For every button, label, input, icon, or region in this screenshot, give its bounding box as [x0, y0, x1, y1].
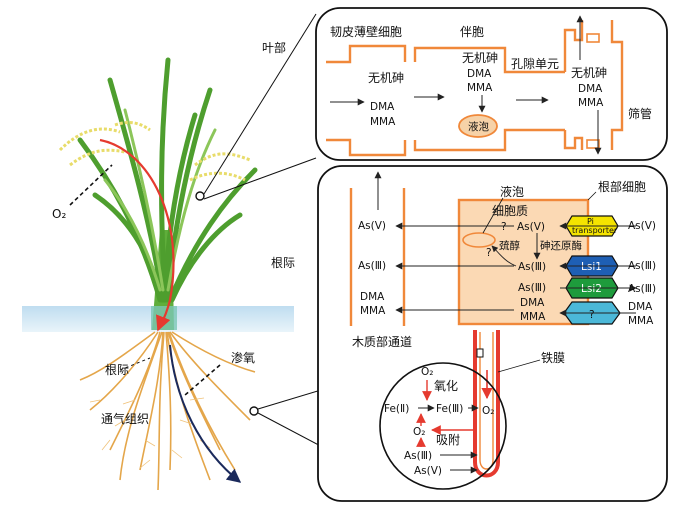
pi-transporter-label-1: Pi [587, 217, 594, 226]
root-label: 根际 [105, 363, 129, 377]
phloem-cell-wall [326, 44, 407, 157]
seep-leader [184, 364, 221, 396]
xylem-label: 木质部通道 [352, 334, 412, 349]
vacuole-leader [482, 197, 504, 234]
leaf-vacuole-label: 液泡 [468, 120, 489, 133]
as-v-cell: As(Ⅴ) [517, 221, 545, 233]
inorganic-as-2: 无机砷 [462, 51, 498, 65]
plasmodesmata-label: 孔隙单元 [511, 57, 559, 71]
unknown-transporter-label: ? [589, 309, 595, 321]
roots [79, 331, 256, 491]
mma-3: MMA [578, 97, 604, 109]
sulfhydryl-label: 巯醇 [499, 239, 520, 252]
root-tip-inner [479, 332, 494, 470]
to-vacuole-arrow-root [491, 245, 517, 267]
dma-out: DMA [628, 301, 653, 313]
mma-cell: MMA [520, 311, 546, 323]
as-iii-out-1: As(Ⅲ) [628, 260, 656, 272]
iron-plaque-label: 铁膜 [541, 351, 565, 365]
iron-plaque-leader [497, 359, 541, 373]
aerenchyma-label: 通气组织 [101, 411, 149, 426]
root-vacuole [462, 232, 496, 248]
as-iii-cell-2: As(Ⅲ) [518, 282, 546, 294]
sieve-tube-wall [563, 20, 624, 150]
companion-cell-label: 伴胞 [460, 25, 484, 39]
root-o2-label: O₂ [482, 405, 494, 417]
dma-cell: DMA [520, 297, 545, 309]
leaf-panel: 韧皮薄壁细胞 伴胞 孔隙单元 筛管 无机砷 DMA MMA 无机砷 DMA MM… [315, 7, 668, 161]
leaf-zoom-line-1 [203, 13, 317, 195]
cytoplasm-label: 细胞质 [492, 204, 528, 218]
root-panel: 木质部通道 液泡 根部细胞 细胞质 巯醇 砷还原酶 As(Ⅴ) ? ? As(Ⅲ… [317, 165, 668, 502]
leaf-label: 叶部 [262, 40, 286, 55]
o2-leader [69, 164, 113, 206]
root-cell-label: 根部细胞 [598, 179, 646, 194]
rhizosphere-zoom-circle [379, 362, 507, 490]
o2-label: O₂ [52, 207, 66, 221]
root-vacuole-label: 液泡 [500, 184, 524, 199]
root-cell [457, 198, 590, 326]
root-tip-marker [476, 348, 484, 358]
q-vacuole-2: ? [486, 247, 492, 259]
fe2-label: Fe(Ⅱ) [384, 403, 409, 415]
mma-out: MMA [628, 315, 654, 327]
as-v-xylem: As(Ⅴ) [358, 220, 386, 232]
o2-transport-arrow [99, 138, 175, 332]
zoom-o2-top: O₂ [421, 366, 433, 378]
mma-1: MMA [370, 116, 396, 128]
phloem-parenchyma-label: 韧皮薄壁细胞 [330, 24, 402, 39]
dma-xylem: DMA [360, 291, 385, 303]
fe3-label: Fe(Ⅲ) [436, 403, 463, 415]
dma-2: DMA [467, 68, 492, 80]
mma-2: MMA [467, 82, 493, 94]
root-zoom-point [249, 406, 259, 416]
rice-panicles [58, 121, 251, 182]
root-leader [119, 357, 151, 371]
as-iii-cell: As(Ⅲ) [518, 261, 546, 273]
lsi1-label: Lsi1 [581, 261, 602, 273]
rhizosphere-label: 根际 [271, 256, 295, 270]
zoom-o2-mid: O₂ [413, 426, 425, 438]
q-vacuole-1: ? [501, 221, 507, 233]
mma-xylem: MMA [360, 305, 386, 317]
oxidation-label: 氧化 [434, 379, 458, 393]
seep-label: 渗氧 [231, 350, 255, 365]
adsorption-label: 吸附 [436, 433, 460, 447]
inorganic-as-1: 无机砷 [368, 71, 404, 85]
as-v-out: As(Ⅴ) [628, 220, 656, 232]
seep-arrow [169, 344, 242, 483]
as-iii-out-2: As(Ⅲ) [628, 283, 656, 295]
as5-label: As(Ⅴ) [414, 465, 442, 477]
sieve-plate-top [586, 33, 600, 43]
leaves-light [103, 108, 217, 292]
companion-cell-wall [413, 46, 565, 152]
leaf-zoom-point [195, 191, 205, 201]
leaf-zoom-line-2 [203, 157, 317, 200]
root-tip [473, 330, 500, 478]
dma-1: DMA [370, 101, 395, 113]
sieve-plate-bottom [586, 139, 600, 149]
inorganic-as-3: 无机砷 [571, 66, 607, 80]
root-cell-leader [587, 191, 597, 201]
dma-3: DMA [578, 83, 603, 95]
sieve-tube-label: 筛管 [628, 106, 652, 121]
as3-label: As(Ⅲ) [404, 450, 432, 462]
leaf-vacuole [458, 114, 498, 138]
reductase-label: 砷还原酶 [540, 239, 582, 252]
lsi2-label: Lsi2 [581, 283, 602, 295]
pi-transporter-label-2: transporter [572, 226, 618, 235]
as-iii-xylem: As(Ⅲ) [358, 260, 386, 272]
